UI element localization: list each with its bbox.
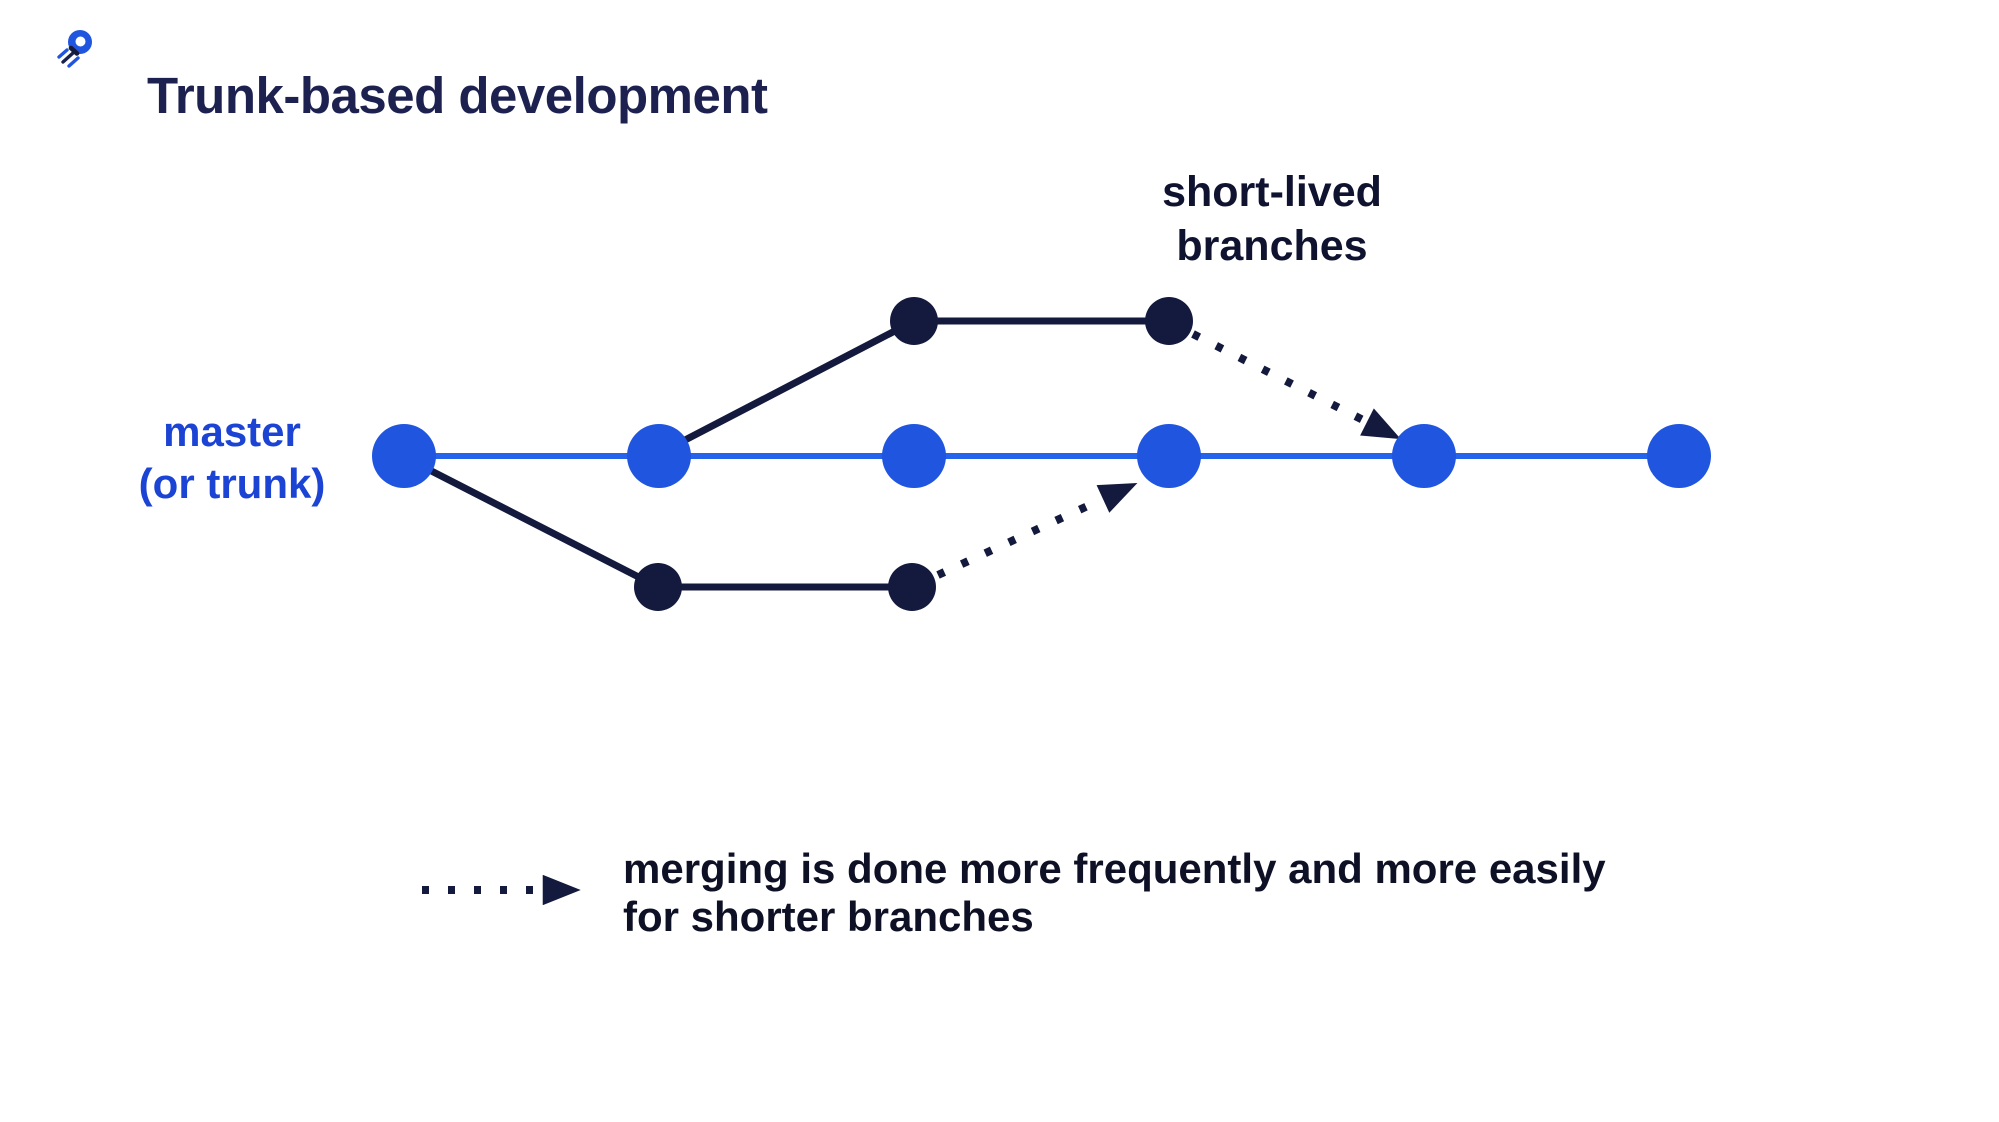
master-branch-label-line2: (or trunk): [138, 460, 326, 507]
merge-arrow-top: [1191, 330, 1401, 440]
legend-caption: merging is done more frequently and more…: [623, 845, 1823, 941]
master-branch-label: master (or trunk): [82, 406, 382, 510]
page-title: Trunk-based development: [147, 67, 768, 125]
branch-commit-nodes: [634, 297, 1193, 611]
master-commit-node: [627, 424, 691, 488]
branch-commit-node: [890, 297, 938, 345]
merge-arrow-bottom: [936, 483, 1138, 579]
legend-caption-line2: for shorter branches: [623, 893, 1034, 940]
master-commit-nodes: [372, 424, 1711, 488]
branch-commit-node: [1145, 297, 1193, 345]
short-lived-label-line2: branches: [1176, 222, 1368, 270]
master-commit-node: [1647, 424, 1711, 488]
branch-commit-node: [888, 563, 936, 611]
branch-commit-node: [634, 563, 682, 611]
master-commit-node: [1137, 424, 1201, 488]
master-branch-label-line1: master: [163, 408, 301, 455]
master-commit-node: [1392, 424, 1456, 488]
short-lived-label-line1: short-lived: [1162, 168, 1382, 216]
master-commit-node: [882, 424, 946, 488]
master-commit-node: [372, 424, 436, 488]
legend-caption-line1: merging is done more frequently and more…: [623, 845, 1606, 892]
comet-icon: [55, 27, 95, 69]
short-lived-branches-label: short-lived branches: [1072, 165, 1472, 273]
